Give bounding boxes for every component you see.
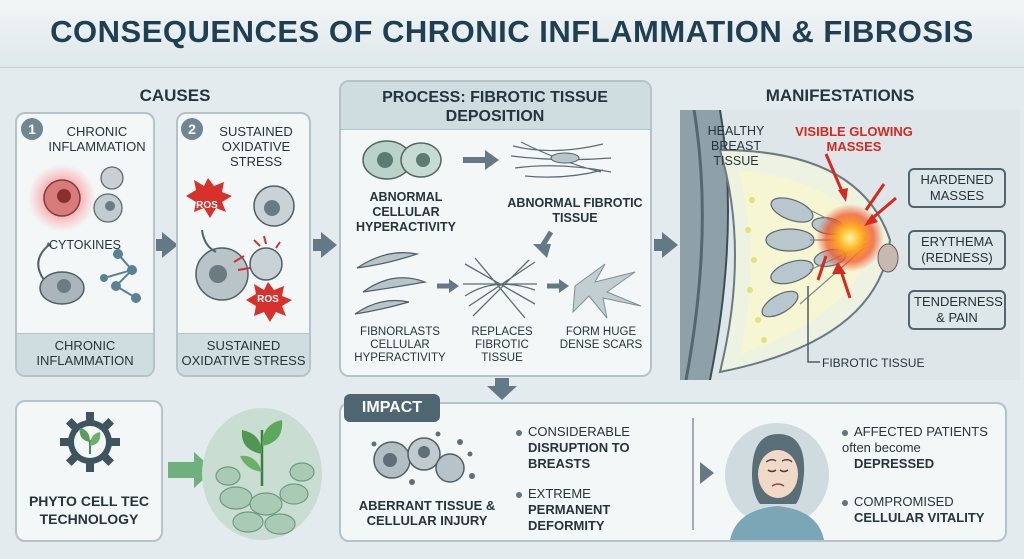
process-heading: PROCESS: FIBROTIC TISSUE DEPOSITION [382, 89, 608, 125]
bullet3-bold: DEPRESSED [854, 456, 935, 471]
cause2-footer: SUSTAINED OXIDATIVE STRESS [181, 338, 306, 368]
bullet4-text: COMPROMISED [854, 494, 954, 509]
title-bar [0, 0, 1024, 68]
cause1-panel [15, 112, 155, 377]
healthy-tissue-label: HEALTHY BREAST TISSUE [707, 124, 765, 168]
process-illustration [354, 140, 642, 319]
impact-bullet-4: COMPROMISED CELLULAR VITALITY [842, 494, 1004, 526]
inflammation-illustration [28, 164, 141, 305]
ros-label-2: ROS [257, 294, 279, 305]
causes-heading: CAUSES [139, 86, 211, 105]
replaces-label: REPLACES FIBROTIC TISSUE [471, 326, 533, 364]
manifestations-heading: MANIFESTATIONS [765, 86, 915, 105]
bullet1-text: CONSIDERABLE [528, 424, 630, 439]
arrow-shaft [156, 239, 164, 251]
oxidative-stress-illustration [186, 178, 295, 322]
abnormal-cellular-label: ABNORMAL CELLULAR HYPERACTIVITY [355, 190, 456, 234]
cell-injury-illustration [371, 431, 475, 485]
cause2-title: SUSTAINED OXIDATIVE STRESS [219, 124, 293, 169]
arrow-down-icon [487, 386, 517, 400]
cause1-number: 1 [21, 118, 43, 140]
bullet3-text: AFFECTED PATIENTS often become [842, 424, 988, 455]
arrow-shaft [313, 239, 323, 251]
divider [692, 418, 694, 530]
arrow-shaft [495, 378, 509, 388]
bullet2-bold: PERMANENT DEFORMITY [528, 502, 611, 533]
impact-bullet-2: EXTREME PERMANENT DEFORMITY [516, 486, 686, 534]
abnormal-fibrotic-label: ABNORMAL FIBROTIC TISSUE [507, 196, 643, 225]
fibroblasts-label: FIBNORLASTS CELLULAR HYPERACTIVITY [354, 326, 446, 364]
erythema-box: ERYTHEMA (REDNESS) [908, 230, 1006, 270]
hardened-masses-box: HARDENED MASSES [908, 168, 1006, 208]
cause2-footer-band [178, 333, 309, 375]
arrow-shaft [654, 239, 664, 251]
bullet1-bold: DISRUPTION TO BREASTS [528, 440, 630, 471]
visible-masses-label: VISIBLE GLOWING MASSES [795, 124, 913, 154]
cytokines-label: CYTOKINES [48, 238, 121, 252]
injury-label: ABERRANT TISSUE & CELLULAR INJURY [358, 498, 496, 528]
arrow-right-icon [662, 232, 678, 258]
impact-heading: IMPACT [344, 394, 440, 422]
phyto-title: PHYTO CELL TEC TECHNOLOGY [28, 493, 150, 527]
cause2-number: 2 [181, 118, 203, 140]
ros-label-1: ROS [196, 200, 218, 211]
arrow-shaft [168, 462, 196, 478]
arrow-right-icon [162, 232, 178, 258]
impact-bullet-1: CONSIDERABLE DISRUPTION TO BREASTS [516, 424, 686, 472]
fibrotic-tissue-label: FIBROTIC TISSUE [822, 356, 925, 370]
cause2-panel [176, 112, 311, 377]
cause1-title: CHRONIC INFLAMMATION [48, 124, 146, 154]
gear-leaf-icon [60, 412, 120, 472]
cause1-footer: CHRONIC INFLAMMATION [36, 338, 134, 368]
arrow-right-icon [321, 232, 337, 258]
process-header-band [341, 82, 650, 130]
breast-illustration [680, 110, 1020, 380]
plant-cells-illustration [202, 408, 322, 540]
form-scars-label: FORM HUGE DENSE SCARS [559, 326, 643, 351]
arrow-right-icon [700, 462, 714, 484]
impact-bullet-3: AFFECTED PATIENTS often become DEPRESSED [842, 424, 1004, 472]
depressed-patient-illustration [725, 423, 829, 540]
page-title: CONSEQUENCES OF CHRONIC INFLAMMATION & F… [50, 14, 974, 49]
bullet2-text: EXTREME [528, 486, 591, 501]
tenderness-box: TENDERNESS & PAIN [908, 290, 1006, 330]
bullet4-bold: CELLULAR VITALITY [854, 510, 985, 525]
cause1-footer-band [17, 333, 153, 375]
